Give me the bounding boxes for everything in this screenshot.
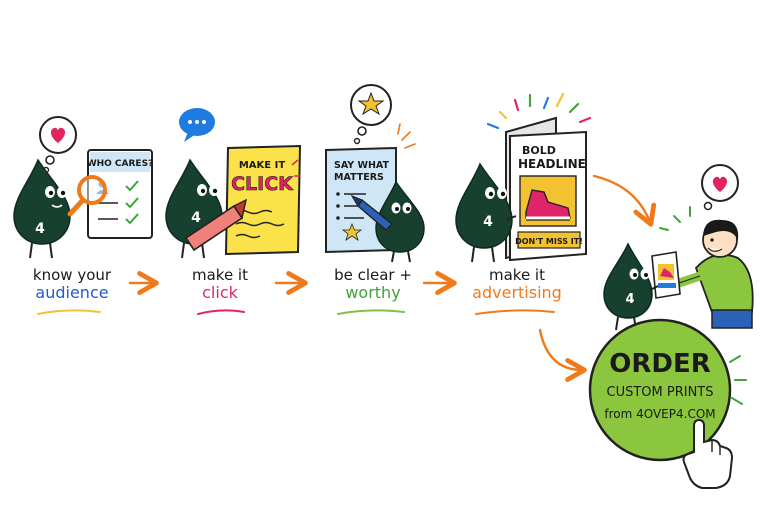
thought-bubble [39,116,77,174]
checkmark-icon [125,180,139,192]
underline-audience [37,309,101,315]
step-label-audience: know your audience [22,266,122,302]
mascot-number: 4 [35,221,45,237]
chat-dots-icon [188,120,206,124]
heart-icon [50,127,66,143]
card-big-text: CLICK [231,173,294,195]
mascot: 4 [13,158,71,259]
heart-icon [712,176,728,192]
star-icon [341,222,363,241]
step-audience: WHO CARES? 4 [13,116,154,259]
label-line1: make it [191,266,248,284]
mascot-number: 4 [483,214,493,230]
mascot [375,180,425,263]
sparkle-lines [729,355,747,405]
mini-brochure [651,251,681,299]
speech-bubble [179,108,215,142]
underline-advertising [475,309,555,315]
burst-lines [486,92,592,130]
customer-person [665,219,754,329]
label-line1: make it [488,266,545,284]
pen-icon [350,194,394,231]
mascot-number: 4 [625,292,634,307]
mascot: 4 [455,162,517,263]
label-line2: worthy [345,283,401,302]
step-click: MAKE IT CLICK 4 [165,108,302,259]
mascot: 4 [603,242,659,331]
step-clear: SAY WHAT MATTERS [325,84,425,263]
card-line1: SAY WHAT [334,160,390,171]
customer-scene: 4 [603,164,754,331]
order-title: ORDER [609,349,711,379]
card-top-text: MAKE IT [239,160,285,171]
underline-click [197,309,245,315]
arrow-to-order [538,328,587,382]
magnifier-icon [67,175,107,217]
card-line2: MATTERS [334,172,384,183]
pointer-hand-icon [682,418,734,489]
ad-brochure: BOLD HEADLINE DON'T MISS IT! [505,116,587,262]
order-site: from 4OVEP4.COM [604,407,715,421]
thought-bubble [350,84,392,145]
thought-bubble [701,164,739,211]
label-line1: know your [32,266,112,284]
label-line2: click [202,283,238,302]
order-subtitle: CUSTOM PRINTS [607,385,714,400]
card-title: WHO CARES? [87,159,154,169]
flow-arrows [128,174,657,382]
sneaker-icon [525,189,571,221]
label-underlines [37,309,555,315]
step-label-worthy: be clear + worthy [318,266,428,302]
underline-worthy [337,309,405,315]
step-advertising: BOLD HEADLINE DON'T MISS IT! 4 [455,92,592,263]
ad-footer: DON'T MISS IT! [515,237,583,246]
star-icon [357,91,385,116]
ad-headline-1: BOLD [522,144,556,157]
arrow-to-customer [592,174,657,227]
click-card: MAKE IT CLICK [224,144,302,256]
ad-headline-2: HEADLINE [518,157,586,171]
mascot-number: 4 [191,210,201,226]
audience-card: WHO CARES? [87,149,154,239]
label-line2: advertising [472,283,562,302]
label-line2: audience [35,283,109,302]
marker-icon [184,198,248,252]
label-line1: be clear + [334,266,412,284]
order-badge[interactable]: ORDER CUSTOM PRINTS from 4OVEP4.COM [588,318,747,489]
step-label-advertising: make it advertising [462,266,572,302]
step-label-click: make it click [170,266,270,302]
